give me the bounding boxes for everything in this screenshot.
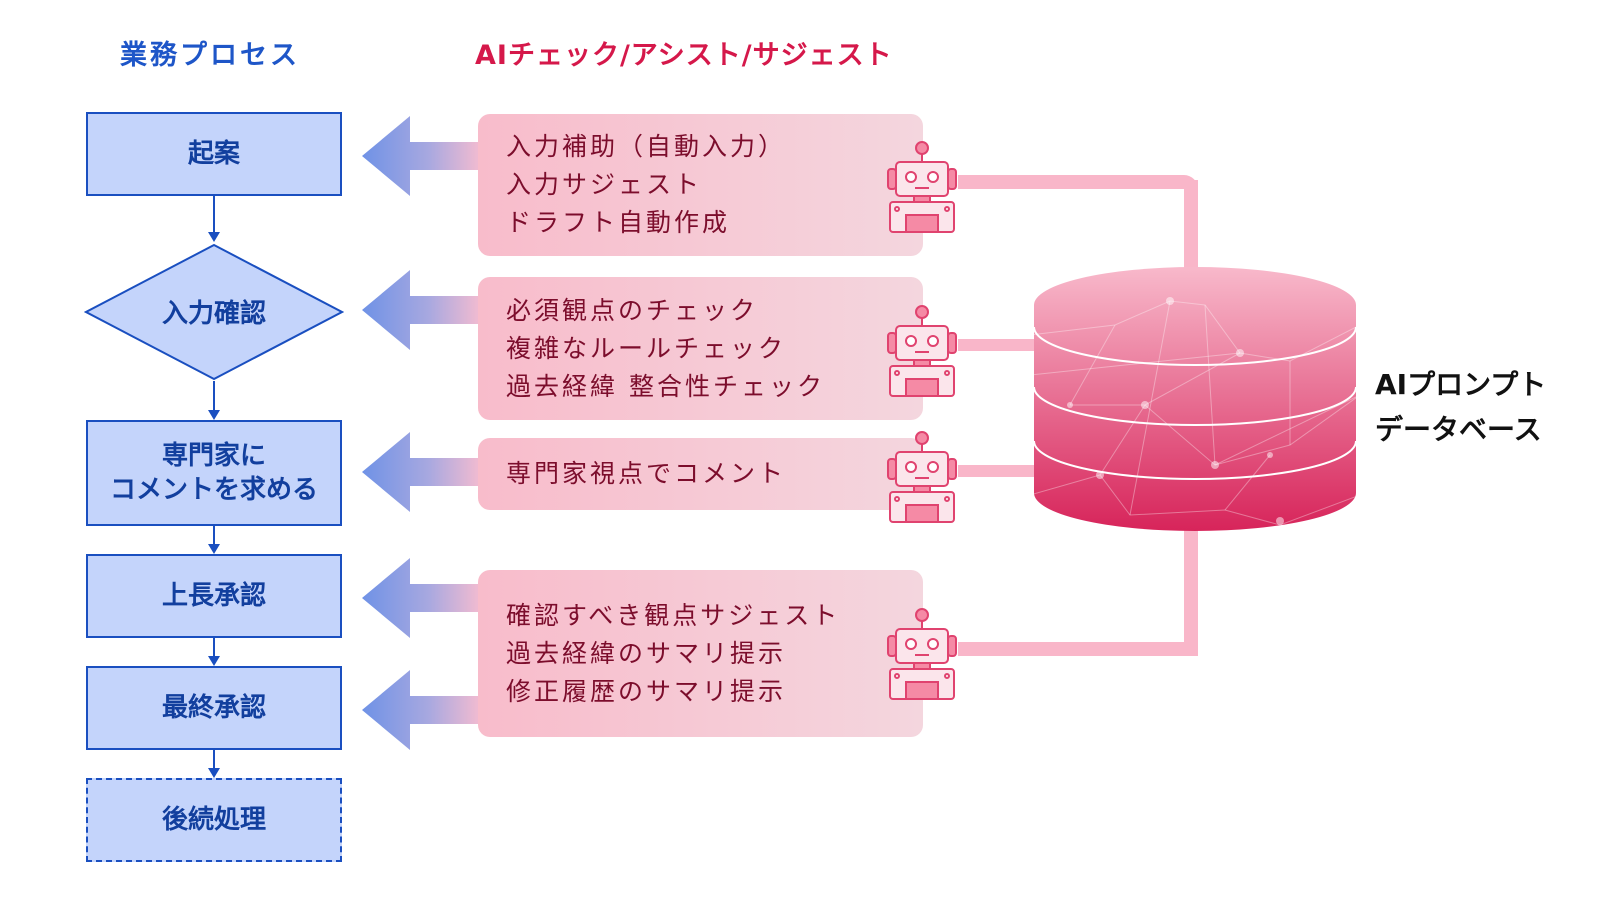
step-expert-comment[interactable]: 専門家に コメントを求める — [86, 420, 342, 526]
ai-card-line: 必須観点のチェック — [506, 295, 759, 325]
assist-arrow-icon — [362, 116, 482, 196]
step-draft-label: 起案 — [187, 139, 240, 169]
business-process-header: 業務プロセス — [120, 40, 300, 71]
ai-card-drafting: 入力補助（自動入力） 入力サジェスト ドラフト自動作成 — [478, 114, 923, 256]
decision-diamond-shape — [83, 243, 345, 381]
step-manager-approval[interactable]: 上長承認 — [86, 554, 342, 638]
database-cylinder-icon — [1033, 267, 1357, 531]
flow-connector — [213, 750, 215, 770]
ai-card-line: 修正履歴のサマリ提示 — [506, 676, 787, 706]
db-connector — [1184, 530, 1198, 656]
db-connector — [1184, 180, 1198, 278]
step-final-approval-label: 最終承認 — [161, 693, 266, 723]
db-connector — [958, 465, 1040, 477]
flow-arrowhead — [208, 768, 220, 778]
assist-arrow-icon — [362, 558, 482, 638]
robot-icon — [887, 608, 957, 700]
step-final-approval[interactable]: 最終承認 — [86, 666, 342, 750]
step-follow-up-label: 後続処理 — [161, 805, 266, 835]
step-manager-approval-label: 上長承認 — [161, 581, 266, 611]
assist-arrow-icon — [362, 432, 482, 512]
step-input-check[interactable]: 入力確認 — [83, 243, 345, 381]
flow-connector — [213, 638, 215, 658]
step-follow-up[interactable]: 後続処理 — [86, 778, 342, 862]
ai-card-approval-support: 確認すべき観点サジェスト 過去経緯のサマリ提示 修正履歴のサマリ提示 — [478, 570, 923, 737]
ai-card-line: 確認すべき観点サジェスト — [506, 600, 841, 630]
ai-card-expert-comment: 専門家視点でコメント — [478, 438, 923, 510]
ai-card-line: 入力サジェスト — [506, 170, 703, 199]
flow-connector — [213, 196, 215, 232]
assist-arrow-icon — [362, 670, 482, 750]
robot-icon — [887, 305, 957, 397]
robot-icon — [887, 141, 957, 233]
ai-card-line: 専門家視点でコメント — [506, 459, 787, 488]
flow-connector — [213, 381, 215, 411]
ai-assist-header: AIチェック/アシスト/サジェスト — [475, 40, 893, 71]
db-connector — [958, 642, 1198, 656]
step-expert-comment-line1: 専門家に — [161, 441, 266, 471]
database-label-line1: AIプロンプト — [1375, 368, 1547, 401]
database-label-line2: データベース — [1375, 413, 1542, 446]
ai-card-line: 複雑なルールチェック — [506, 333, 787, 363]
ai-card-line: 過去経緯 整合性チェック — [506, 371, 825, 401]
db-connector — [958, 175, 1198, 189]
flow-arrowhead — [208, 656, 220, 666]
robot-icon — [887, 431, 957, 523]
ai-card-line: 過去経緯のサマリ提示 — [506, 638, 787, 668]
ai-card-line: ドラフト自動作成 — [506, 208, 731, 237]
flow-arrowhead — [208, 410, 220, 420]
step-input-check-label: 入力確認 — [161, 299, 266, 329]
flow-connector — [213, 526, 215, 546]
db-connector — [958, 339, 1040, 351]
flow-arrowhead — [208, 544, 220, 554]
step-draft[interactable]: 起案 — [86, 112, 342, 196]
ai-card-line: 入力補助（自動入力） — [506, 132, 787, 161]
ai-card-input-check: 必須観点のチェック 複雑なルールチェック 過去経緯 整合性チェック — [478, 277, 923, 420]
assist-arrow-icon — [362, 270, 482, 350]
step-expert-comment-line2: コメントを求める — [109, 475, 318, 505]
database-label: AIプロンプト データベース — [1375, 362, 1546, 452]
flow-arrowhead — [208, 232, 220, 242]
